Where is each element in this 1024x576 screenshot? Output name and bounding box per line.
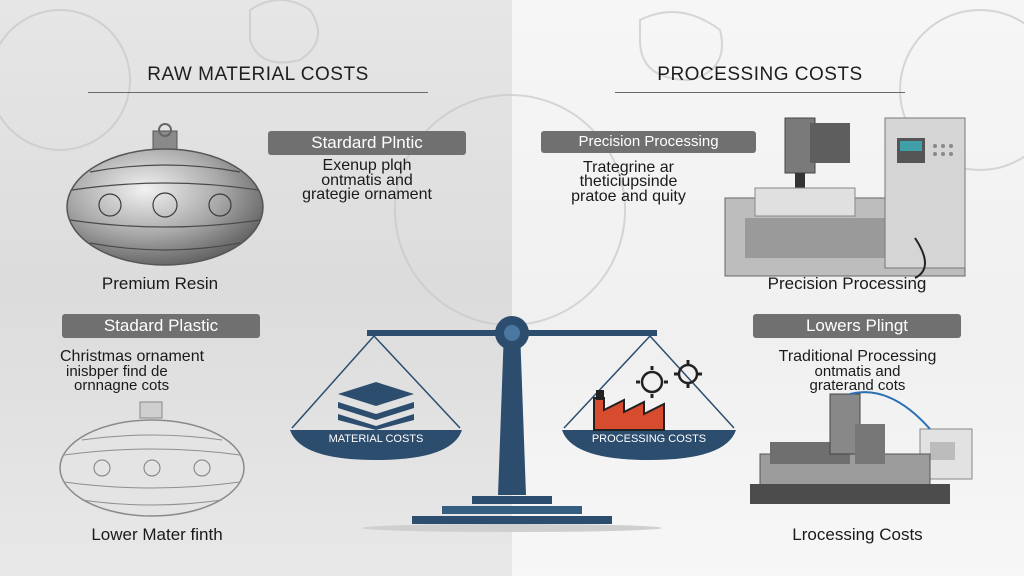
left-header-rule [88, 92, 428, 93]
processing-costs-pan-label: PROCESSING COSTS [591, 433, 707, 445]
traditional-processing-desc-line2: ontmatis and [814, 363, 901, 380]
traditional-processing-desc-line3: graterand cots [809, 377, 906, 394]
left-section-title: RAW MATERIAL COSTS [147, 64, 369, 85]
premium-resin-desc-line3: grategie ornament [302, 186, 432, 203]
standard-plastic-desc-line1: Christmas ornament [60, 348, 205, 365]
standard-plastic-desc-line2: inisbper find de [66, 363, 168, 380]
injection-molding-machine-icon [750, 391, 973, 504]
standard-plastic-desc-line3: ornnagne cots [74, 377, 170, 394]
processing-costs-caption: Lrocessing Costs [792, 525, 923, 544]
balance-scale-icon [290, 316, 736, 532]
precision-processing-caption: Precision Processing [767, 274, 927, 293]
traditional-processing-desc-line1: Traditional Processing [778, 348, 937, 365]
precision-processing-desc-line1: Trategrine ar [583, 159, 674, 176]
lower-material-caption: Lower Mater finth [91, 525, 223, 544]
ornament-ball-icon [59, 401, 245, 517]
ornament-ball-icon [66, 123, 264, 266]
precision-processing-badge: Precision Processing [541, 131, 756, 153]
precision-processing-desc-line3: pratoe and quity [571, 188, 686, 205]
layers-stack-icon [338, 382, 414, 430]
material-costs-pan-label: MATERIAL COSTS [328, 433, 424, 445]
premium-resin-desc-line1: Exenup plqh [322, 157, 412, 174]
right-section-title: PROCESSING COSTS [657, 64, 863, 85]
precision-processing-desc-line2: theticiupsinde [579, 173, 678, 190]
cnc-machine-icon [724, 117, 966, 279]
premium-resin-desc-line2: ontmatis and [321, 172, 413, 189]
factory-gears-icon [593, 360, 702, 431]
premium-resin-caption: Premium Resin [101, 274, 219, 293]
right-header-rule [615, 92, 905, 93]
lower-processing-badge: Lowers Plingt [753, 314, 961, 338]
premium-resin-badge: Stardard Plntic [268, 131, 466, 155]
standard-plastic-badge: Stadard Plastic [62, 314, 260, 338]
